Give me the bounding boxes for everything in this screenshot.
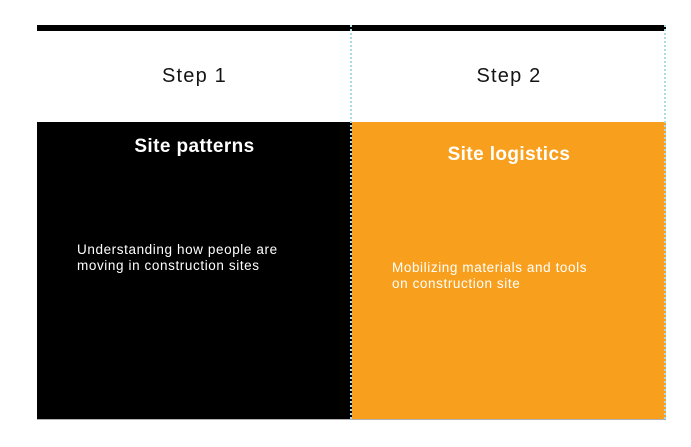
step1-body-line: moving in construction sites xyxy=(77,258,260,273)
step2-header-cell[interactable]: Step 2 xyxy=(352,31,666,122)
step1-panel-body: Understanding how people are moving in c… xyxy=(77,242,324,274)
step1-panel-title: Site patterns xyxy=(134,136,255,157)
step2-body-line: Mobilizing materials and tools xyxy=(392,260,588,275)
step1-header-cell[interactable]: Step 1 xyxy=(37,31,352,122)
process-table: Step 1 Step 2 Site patterns Understandin… xyxy=(37,25,666,419)
step2-panel-title: Site logistics xyxy=(447,144,571,165)
step1-panel[interactable]: Site patterns Understanding how people a… xyxy=(37,122,352,419)
table-bottom-border xyxy=(37,419,666,420)
step2-panel-body: Mobilizing materials and tools on constr… xyxy=(392,260,638,292)
step2-panel[interactable]: Site logistics Mobilizing materials and … xyxy=(352,122,666,419)
step2-body-line: on construction site xyxy=(392,276,521,291)
step2-label: Step 2 xyxy=(476,65,542,87)
step-header-row: Step 1 Step 2 xyxy=(37,31,666,122)
step1-label: Step 1 xyxy=(161,65,228,87)
content-row: Site patterns Understanding how people a… xyxy=(37,122,666,419)
step1-body-line: Understanding how people are xyxy=(77,242,278,257)
